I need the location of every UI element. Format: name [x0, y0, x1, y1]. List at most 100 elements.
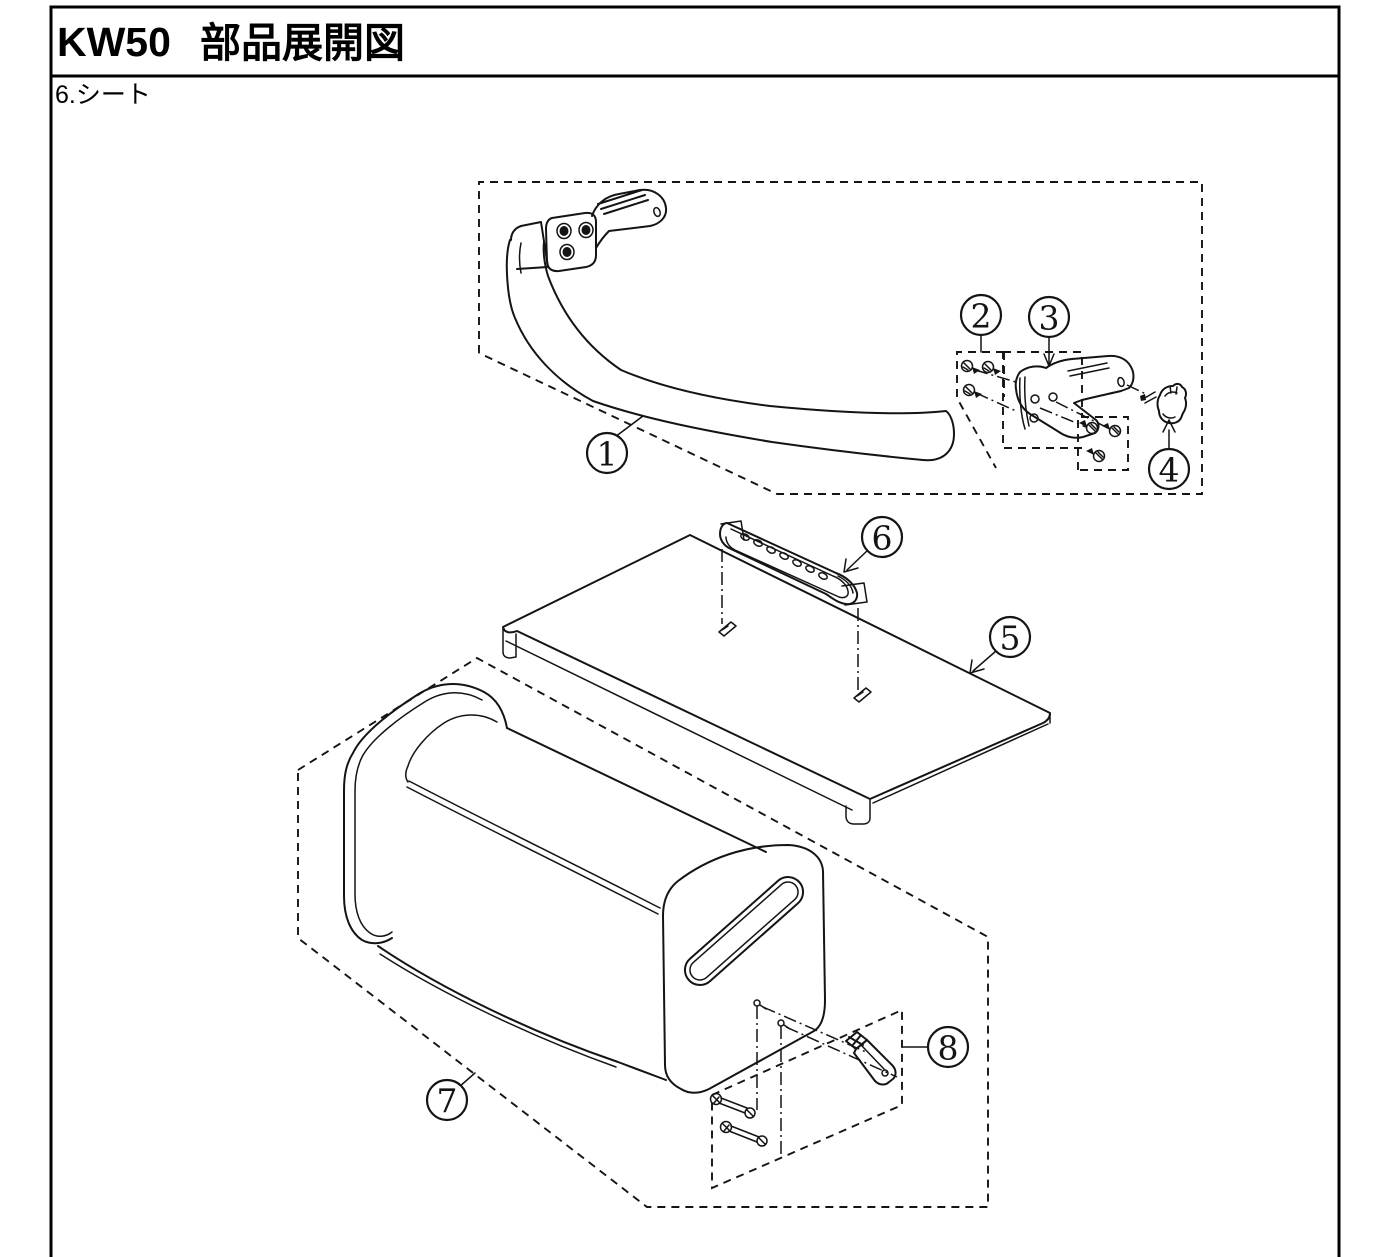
screw-hatch — [983, 363, 992, 372]
callout-7[interactable]: 7 — [425, 1078, 469, 1122]
strip-hole — [818, 572, 828, 580]
plate-center-lines — [721, 549, 859, 690]
callout-7-circle[interactable] — [425, 1078, 469, 1122]
knob-body — [1156, 382, 1188, 425]
handle-slot-inner — [689, 881, 799, 981]
callout-2[interactable]: 2 — [959, 293, 1003, 337]
group3-screws-boundary — [1077, 416, 1129, 471]
callout-5[interactable]: 5 — [988, 615, 1032, 659]
screw — [981, 360, 1001, 375]
screw — [1086, 448, 1106, 463]
callout-6-circle[interactable] — [860, 515, 904, 559]
bracket-hole — [1048, 392, 1058, 402]
screw-tip — [993, 368, 1001, 375]
strip-body — [719, 522, 859, 606]
bolt-shaft — [728, 1125, 760, 1143]
group3-boundary — [1002, 351, 1083, 449]
screw-tip — [1102, 423, 1110, 430]
callout-8[interactable]: 8 — [926, 1025, 970, 1069]
bracket-hole — [1029, 413, 1039, 423]
strip-hole — [740, 533, 750, 541]
bolt-washer — [744, 1107, 756, 1119]
leader-3 — [1043, 336, 1055, 367]
leader-4 — [1162, 419, 1176, 450]
callout-8-circle[interactable] — [926, 1025, 970, 1069]
frame-lines — [49, 5, 1341, 1257]
callout-5-circle[interactable] — [988, 615, 1032, 659]
callout-4-label: 4 — [1159, 451, 1180, 490]
bracket-slot — [1067, 362, 1110, 377]
strip-hole — [779, 552, 789, 560]
bolt — [709, 1092, 756, 1119]
cushion-bottom-edge-inner — [379, 953, 617, 1068]
bolt-head-hatch — [722, 1123, 730, 1132]
part-1-grab-bar — [505, 188, 955, 462]
callout-4-circle[interactable] — [1147, 447, 1191, 491]
knob-pin-tip — [1140, 394, 1146, 401]
bracket-flange — [1019, 376, 1030, 430]
grab-bar-band — [505, 239, 955, 462]
screw-tip — [1086, 448, 1094, 455]
leader-7 — [458, 1072, 476, 1088]
grab-bar-end-detail — [518, 242, 522, 274]
callout-2-circle[interactable] — [959, 293, 1003, 337]
screw-tip — [1079, 420, 1087, 427]
strip-hole — [766, 546, 776, 554]
callout-8-label: 8 — [938, 1029, 959, 1068]
leader-5 — [969, 650, 997, 674]
grab-bar-strap — [510, 221, 549, 270]
plate-left-notch — [502, 627, 517, 659]
screw-hatch — [964, 386, 973, 395]
washer-hatch — [746, 1109, 754, 1117]
hole-ring — [578, 221, 594, 239]
bolt-washer — [756, 1135, 768, 1147]
callout-1[interactable]: 1 — [585, 431, 629, 475]
latch-head — [845, 1031, 868, 1050]
screw-head — [960, 359, 974, 373]
part-8-latch-and-bolts — [709, 1006, 898, 1154]
screw — [960, 359, 980, 374]
bracket-hole — [1030, 394, 1040, 404]
group7-boundary — [297, 656, 989, 1208]
bolt-shaft — [718, 1097, 748, 1114]
callout-4[interactable]: 4 — [1147, 447, 1191, 491]
plate-front-thickness — [505, 640, 1051, 811]
page-frame: KW50 部品展開図 6.シート — [49, 5, 1341, 1257]
plate-hook — [718, 621, 737, 637]
hole — [559, 226, 569, 236]
strip-hole — [792, 559, 802, 567]
latch-detail — [861, 1045, 885, 1070]
cushion-seam-arch — [405, 714, 498, 783]
callout-5-label: 5 — [1000, 619, 1021, 658]
group-boundaries — [297, 181, 1203, 1208]
part-7-seat-cushion — [343, 683, 826, 1094]
washer-hatch — [758, 1137, 766, 1145]
screw-head — [1085, 421, 1099, 435]
cushion-left-panel-inner — [354, 692, 483, 937]
callout-3-circle[interactable] — [1027, 295, 1071, 339]
screw-hatch — [1088, 423, 1097, 432]
cushion-seam — [406, 780, 661, 915]
group1-boundary — [478, 181, 1203, 495]
callout-6[interactable]: 6 — [860, 515, 904, 559]
part-3-screws — [1079, 420, 1122, 463]
part-5-seat-plate — [502, 534, 1051, 825]
latch-hole — [881, 1069, 889, 1077]
screw-head — [981, 360, 995, 374]
callout-3[interactable]: 3 — [1027, 295, 1071, 339]
pin — [753, 999, 761, 1007]
knob-detail — [1162, 385, 1178, 419]
cushion-left-panel — [343, 683, 508, 945]
part-4-knob — [1140, 382, 1188, 425]
callout-1-circle[interactable] — [585, 431, 629, 475]
cushion-bottom-edge — [377, 945, 667, 1081]
screw — [1079, 420, 1099, 435]
tip-hole — [653, 206, 661, 218]
bracket-outline — [1014, 354, 1135, 439]
screw-axis-lines — [974, 369, 1017, 412]
callout-leaders — [458, 334, 1176, 1088]
grab-bar-bracket — [545, 188, 668, 273]
strip-holes — [740, 533, 828, 580]
